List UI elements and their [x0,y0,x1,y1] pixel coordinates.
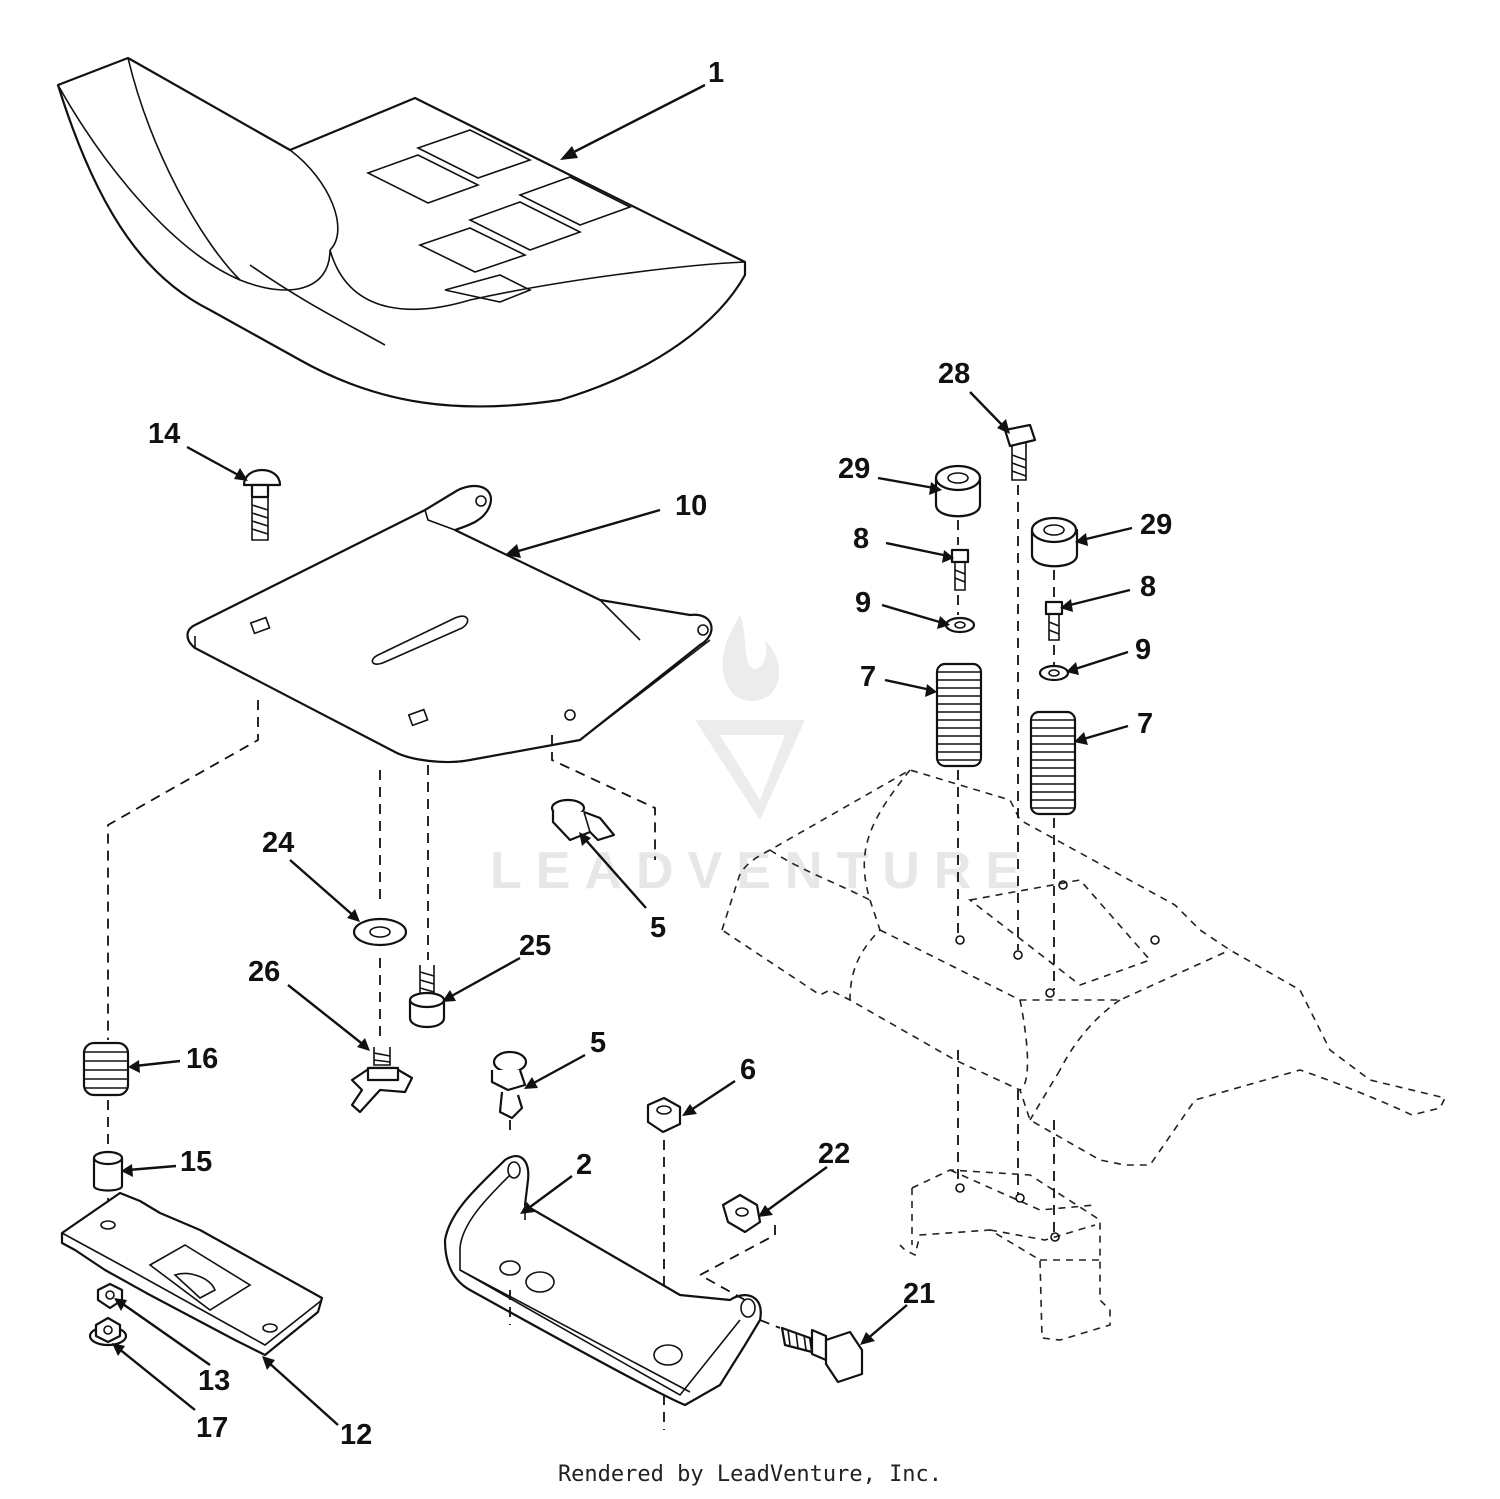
part-7-spring-right [1029,710,1077,816]
callout-7-left: 7 [860,661,876,693]
right-centerlines [957,485,1055,1235]
callout-9-left: 9 [855,587,871,619]
part-5-clip-upper [550,798,616,842]
watermark-text: LEADVENTURE [490,842,1034,900]
part-9-washer-right [1038,664,1070,682]
leader-lines [112,83,1133,1426]
callout-10: 10 [675,490,707,522]
callout-29-left: 29 [838,453,870,485]
callout-16: 16 [186,1043,218,1075]
part-12-plate [60,1191,324,1357]
part-1-seat [56,56,747,408]
part-28-bolt [1003,423,1037,481]
callout-5-lower: 5 [590,1027,606,1059]
callout-labels: 1 14 10 28 29 29 8 8 9 9 7 7 5 24 25 26 … [148,57,1172,1451]
part-14-carriage-bolt [242,469,282,541]
callout-22: 22 [818,1138,850,1170]
callout-29-right: 29 [1140,509,1172,541]
callout-25: 25 [519,930,551,962]
callout-17: 17 [196,1412,228,1444]
part-21-bolt [759,1319,864,1384]
callout-5-upper: 5 [650,912,666,944]
callout-2: 2 [576,1149,592,1181]
callout-13: 13 [198,1365,230,1397]
fender-phantom [721,769,1447,1166]
callout-14: 14 [148,418,180,450]
callout-21: 21 [903,1278,935,1310]
part-15-bushing [92,1150,124,1192]
callout-1: 1 [708,57,724,89]
part-8-bolt-left [950,548,970,591]
callout-26: 26 [248,956,280,988]
part-24-washer [352,917,408,947]
callout-9-right: 9 [1135,634,1151,666]
callout-8-left: 8 [853,523,869,555]
footer-credit: Rendered by LeadVenture, Inc. [557,1462,943,1487]
part-26-knob [350,1047,414,1114]
callout-15: 15 [180,1146,212,1178]
watermark: LEADVENTURE [490,615,1034,900]
callout-24: 24 [262,827,294,859]
part-5-clip-lower [490,1050,528,1135]
callout-7-right: 7 [1137,708,1153,740]
part-25-bolt [408,965,446,1029]
callout-8-right: 8 [1140,571,1156,603]
part-29-spacer-left [934,464,982,518]
part-6-nut [646,1096,682,1430]
part-8-bolt-right [1044,600,1064,641]
part-9-washer-left [944,616,976,634]
part-7-spring-left [935,662,983,768]
callout-28: 28 [938,358,970,390]
part-2-bracket [443,1155,762,1407]
callout-6: 6 [740,1054,756,1086]
part-16-spring [82,1041,130,1097]
part-22-nut [698,1193,776,1301]
part-10-seat-pan [186,484,713,764]
part-17-flange-nut [88,1316,128,1347]
callout-12: 12 [340,1419,372,1451]
part-29-spacer-right [1030,516,1079,568]
frame-bracket-phantom [899,1169,1111,1341]
